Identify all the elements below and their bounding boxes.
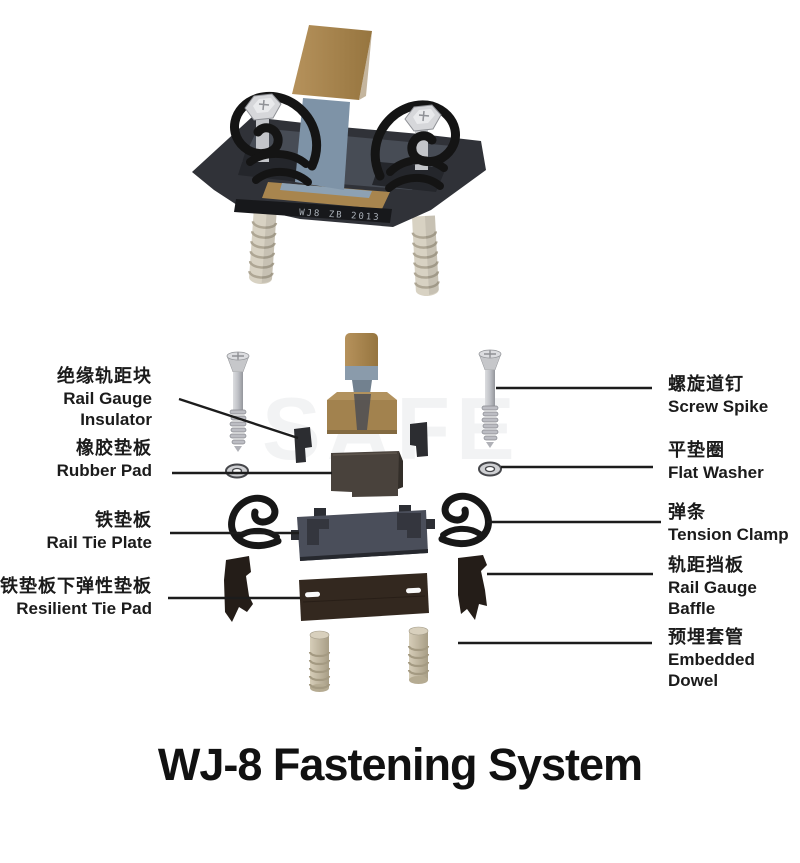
assembled-view: WJ8 ZB 2013 <box>192 25 486 296</box>
leader-lines <box>168 386 661 645</box>
label-resilient-tie-pad-zh: 铁垫板下弹性垫板 <box>0 576 152 596</box>
tension-clamp-left <box>228 494 282 549</box>
assembled-clamp-left <box>230 91 322 186</box>
screw-spike-left <box>226 351 250 452</box>
rail-cross-section <box>327 333 397 434</box>
assembled-spike-left <box>248 205 278 285</box>
label-rubber-pad-en: Rubber Pad <box>56 461 152 480</box>
label-rail-gauge-baffle: 轨距挡板 Rail Gauge Baffle <box>668 553 800 619</box>
rubber-pad <box>331 451 403 497</box>
label-embedded-dowel-en: Embedded Dowel <box>668 650 755 690</box>
label-rail-gauge-insulator-zh: 绝缘轨距块 <box>57 366 152 386</box>
tension-clamp-right <box>438 492 492 547</box>
label-rubber-pad-zh: 橡胶垫板 <box>76 438 152 458</box>
label-screw-spike-en: Screw Spike <box>668 397 769 416</box>
label-embedded-dowel: 预埋套管 Embedded Dowel <box>668 625 800 691</box>
label-rail-tie-plate: 铁垫板 Rail Tie Plate <box>0 508 152 553</box>
label-rail-tie-plate-zh: 铁垫板 <box>95 510 152 530</box>
label-tension-clamp-zh: 弹条 <box>668 502 706 522</box>
flat-washer-right <box>478 461 502 477</box>
assembled-spike-right <box>411 215 440 296</box>
rail-gauge-baffle-left <box>224 556 253 622</box>
label-screw-spike-zh: 螺旋道钉 <box>668 374 744 394</box>
rail-tie-plate <box>291 505 435 561</box>
label-flat-washer: 平垫圈 Flat Washer <box>668 438 800 483</box>
embedded-dowel-left <box>308 630 331 692</box>
rail-gauge-insulator-right <box>410 422 428 457</box>
resilient-tie-pad <box>299 573 429 621</box>
assembled-clamp-right <box>370 100 460 192</box>
page-title: WJ-8 Fastening System <box>157 739 643 790</box>
label-rail-tie-plate-en: Rail Tie Plate <box>46 533 152 552</box>
flat-washer-left <box>225 463 249 479</box>
leader-line-rail-gauge-insulator <box>178 397 299 440</box>
embedded-dowel-right <box>407 626 430 684</box>
assembled-hex-head-right <box>404 104 442 132</box>
rail-gauge-baffle-right <box>458 555 487 620</box>
screw-spike-right <box>478 349 502 448</box>
label-flat-washer-zh: 平垫圈 <box>668 440 725 460</box>
assembled-hex-head-left <box>244 93 282 121</box>
assembled-front-edge <box>234 199 392 223</box>
label-tension-clamp-en: Tension Clamp <box>668 525 789 544</box>
label-rail-gauge-insulator-en: Rail Gauge Insulator <box>63 389 152 429</box>
label-rubber-pad: 橡胶垫板 Rubber Pad <box>0 436 152 481</box>
label-resilient-tie-pad-en: Resilient Tie Pad <box>16 599 152 618</box>
rail-gauge-insulator-left <box>294 427 312 463</box>
label-embedded-dowel-zh: 预埋套管 <box>668 627 744 647</box>
label-screw-spike: 螺旋道钉 Screw Spike <box>668 372 800 417</box>
label-resilient-tie-pad: 铁垫板下弹性垫板 Resilient Tie Pad <box>0 574 152 619</box>
label-flat-washer-en: Flat Washer <box>668 463 764 482</box>
label-rail-gauge-baffle-en: Rail Gauge Baffle <box>668 578 757 618</box>
label-rail-gauge-baffle-zh: 轨距挡板 <box>668 555 744 575</box>
label-tension-clamp: 弹条 Tension Clamp <box>668 500 800 545</box>
exploded-view <box>224 333 502 692</box>
label-rail-gauge-insulator: 绝缘轨距块 Rail Gauge Insulator <box>0 364 152 430</box>
